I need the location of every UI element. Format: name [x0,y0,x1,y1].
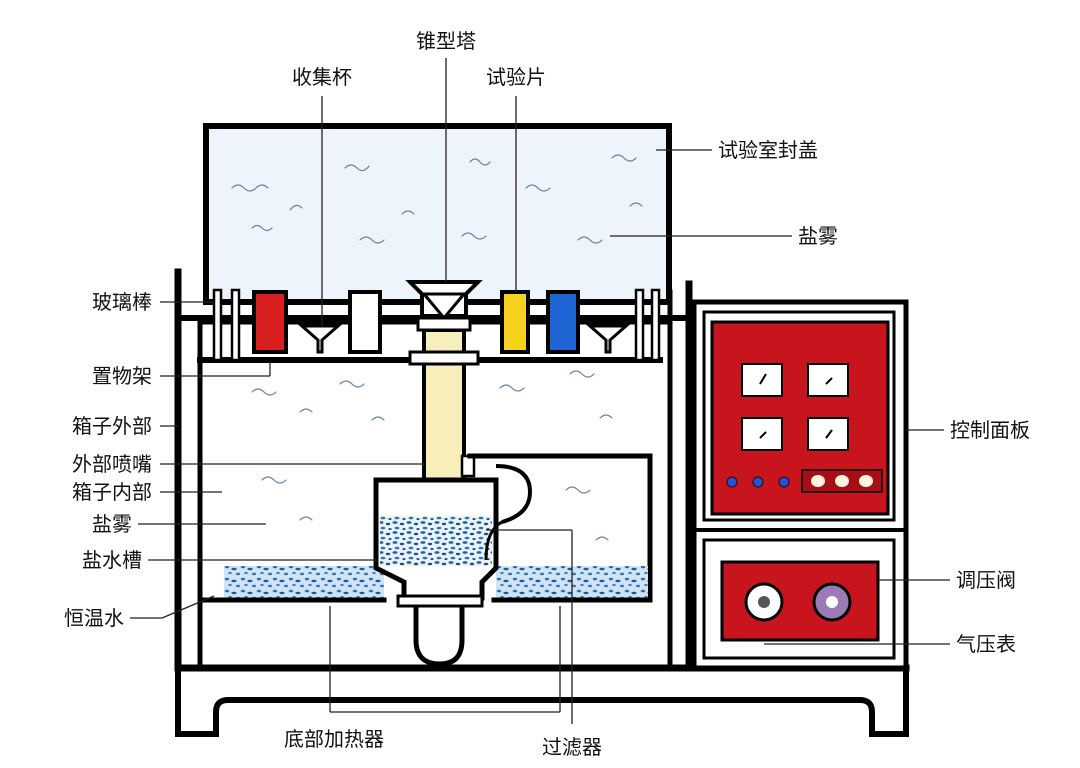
collection-cups [298,324,630,354]
label-bottom-heater: 底部加热器 [284,727,384,751]
indicator-light-3 [778,476,790,488]
brine-tank [373,464,533,667]
label-pressure-gauge: 气压表 [956,632,1016,656]
test-pieces [252,290,580,354]
brine-partition [467,453,653,603]
salt-fog-mist-inner [251,370,613,541]
label-salt-fog-top: 盐雾 [798,224,838,248]
white-test-piece [348,290,382,354]
salt-fog-mist-top [231,154,643,244]
label-pressure-valve: 调压阀 [956,568,1016,592]
chamber-cover [203,123,672,305]
label-shelf: 置物架 [92,364,152,388]
indicator-light-2 [752,476,764,488]
red-test-piece [252,290,288,354]
label-box-exterior: 箱子外部 [72,414,152,438]
meter-3 [741,417,783,451]
cone-tower [405,280,483,486]
indicator-light-1 [726,476,738,488]
label-constant-temp-water: 恒温水 [64,606,124,630]
label-external-nozzle: 外部喷嘴 [72,452,152,476]
control-panel [710,320,890,516]
labels: 锥型塔 收集杯 试验片 试验室封盖 盐雾 玻璃棒 置物架 箱子外部 外部喷嘴 箱… [64,29,1030,759]
meter-4 [807,417,849,451]
label-chamber-cover: 试验室封盖 [718,138,818,162]
pressure-panel [720,560,880,642]
label-control-panel: 控制面板 [950,418,1030,442]
leader-lines [130,58,950,724]
yellow-test-piece [500,290,530,354]
label-brine-tank: 盐水槽 [82,548,142,572]
meter-2 [807,363,849,397]
label-glass-rod: 玻璃棒 [92,290,152,314]
glass-rods [212,288,661,362]
label-filter: 过滤器 [542,735,602,759]
label-salt-fog-inner: 盐雾 [92,512,132,536]
label-box-interior: 箱子内部 [72,480,152,504]
label-cone-tower: 锥型塔 [416,29,476,53]
blue-test-piece [546,290,580,354]
label-test-piece: 试验片 [486,65,546,89]
label-collection-cup: 收集杯 [292,65,352,89]
